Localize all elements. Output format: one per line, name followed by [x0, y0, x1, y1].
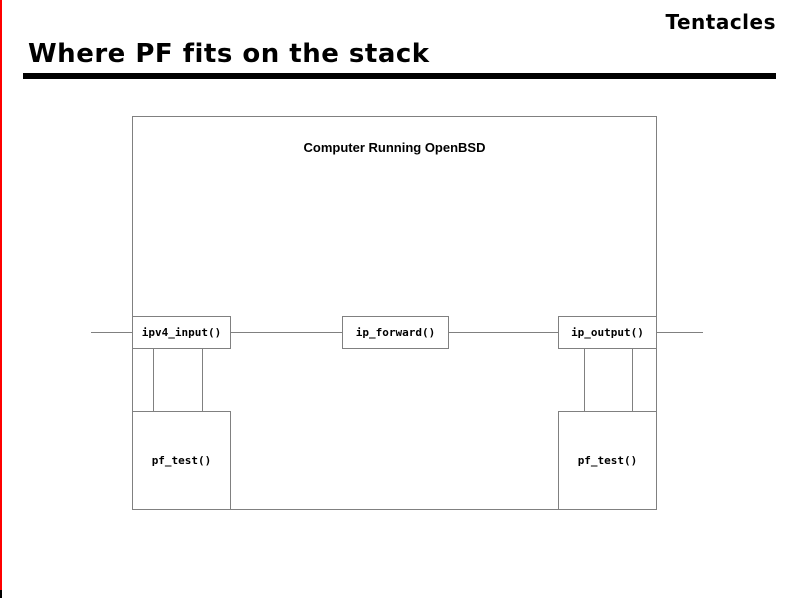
pf-test-outbound-node: pf_test() — [558, 411, 657, 510]
network-wire-input-to-forward — [231, 332, 342, 333]
computer-container-box: Computer Running OpenBSD — [132, 116, 657, 510]
title-underline-rule — [23, 73, 776, 79]
slide-left-accent-bar — [0, 0, 2, 590]
network-wire-incoming — [91, 332, 132, 333]
pf-test-inbound-node-label: pf_test() — [151, 454, 212, 467]
page-title: Where PF fits on the stack — [28, 39, 430, 69]
pf-test-outbound-node-label: pf_test() — [577, 454, 638, 467]
network-wire-forward-to-output — [449, 332, 558, 333]
connector-ipv4input-pftest-call — [153, 349, 154, 411]
ip-output-node-label: ip_output() — [571, 326, 644, 339]
pf-test-inbound-node: pf_test() — [132, 411, 231, 510]
ip-forward-node: ip_forward() — [342, 316, 449, 349]
connector-ipv4input-pftest-return — [202, 349, 203, 411]
ipv4-input-node: ipv4_input() — [132, 316, 231, 349]
ip-output-node: ip_output() — [558, 316, 657, 349]
computer-container-label: Computer Running OpenBSD — [303, 140, 486, 155]
connector-ipoutput-pftest-call — [584, 349, 585, 411]
deck-brand-label: Tentacles — [665, 10, 776, 34]
network-wire-outgoing — [657, 332, 703, 333]
ip-forward-node-label: ip_forward() — [355, 326, 436, 339]
slide-left-accent-bar-tip — [0, 590, 2, 598]
connector-ipoutput-pftest-return — [632, 349, 633, 411]
ipv4-input-node-label: ipv4_input() — [141, 326, 222, 339]
